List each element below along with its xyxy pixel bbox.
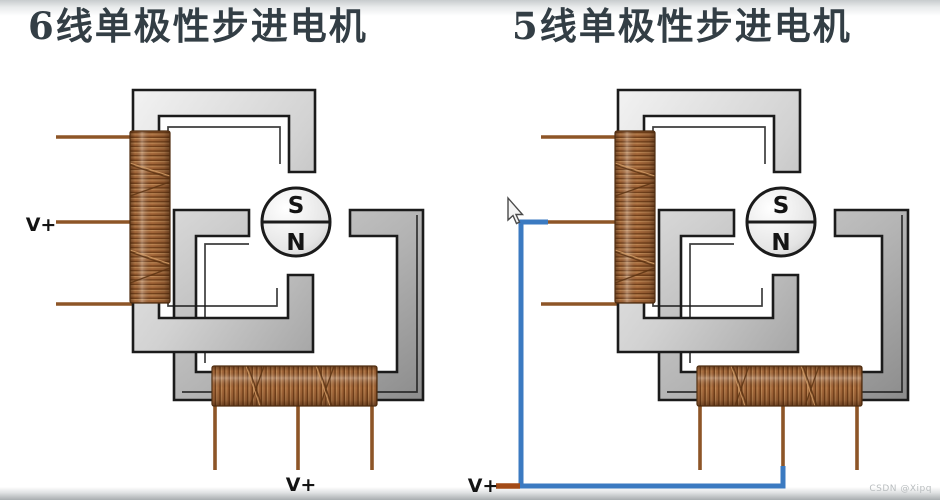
jumper-wire-blue: [518, 219, 786, 489]
rotor-label-s-right: S: [773, 193, 790, 219]
vplus-label-right-supply: V+: [468, 475, 499, 497]
rotor-label-n-right: N: [771, 230, 790, 256]
vplus-label-left-side: V+: [26, 214, 57, 236]
bottom-gradient-band: [0, 487, 940, 500]
right-motor: [539, 88, 910, 472]
top-gradient-band: [0, 0, 940, 16]
watermark: CSDN @Xipq: [869, 484, 932, 494]
rotor-label-s-left: S: [288, 193, 305, 219]
title-6-wire: 6线单极性步进电机: [28, 4, 368, 48]
left-motor: [54, 88, 425, 472]
rotor-label-n-left: N: [286, 230, 305, 256]
mouse-cursor-icon: [507, 196, 525, 225]
vplus-label-left-bottom: V+: [286, 474, 317, 496]
title-5-wire: 5线单极性步进电机: [512, 4, 852, 48]
